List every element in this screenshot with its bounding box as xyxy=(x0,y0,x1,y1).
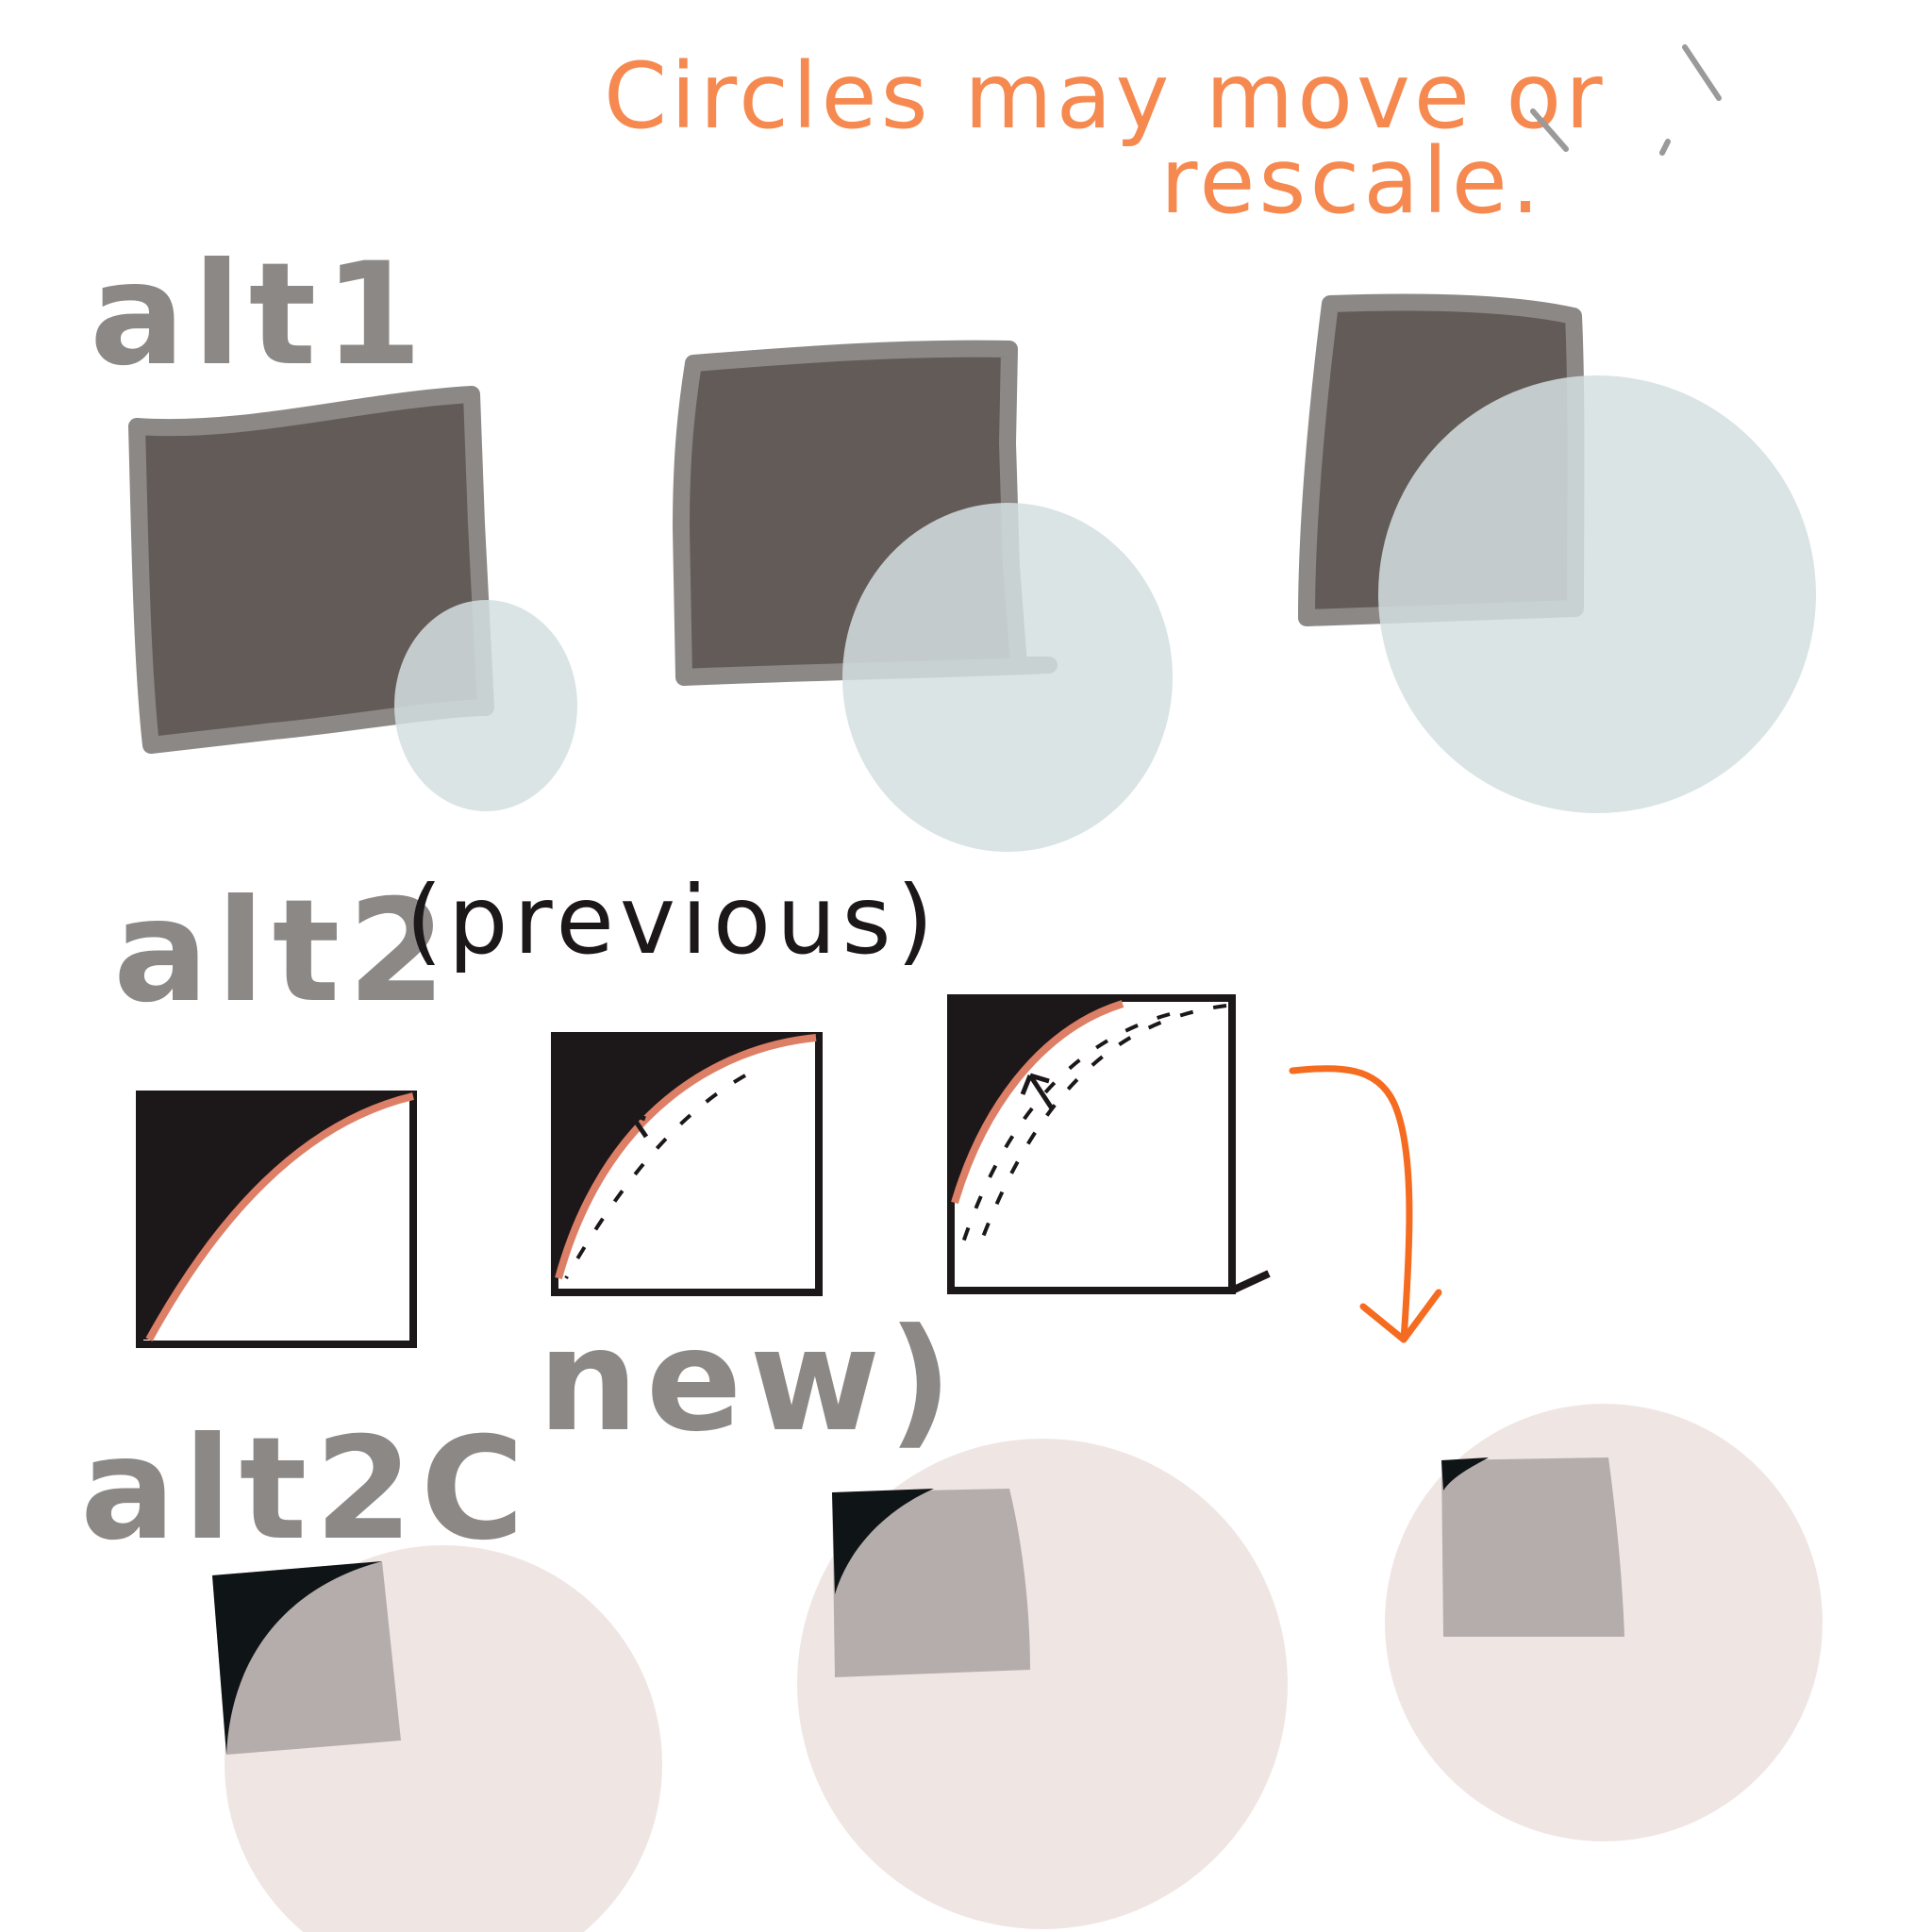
alt2c-state-2 xyxy=(797,1439,1288,1929)
black-wedge xyxy=(212,1561,382,1755)
alt1-state-1 xyxy=(128,386,577,811)
arrow-up-icon xyxy=(620,1110,649,1139)
salmon-curve xyxy=(951,1000,1124,1205)
alt1-state-3 xyxy=(1298,293,1816,813)
blue-circle xyxy=(394,600,577,811)
label-alt2: alt2 xyxy=(113,870,454,1034)
dashed-curve xyxy=(960,1012,1171,1246)
arrow-down-icon xyxy=(1289,1065,1413,1343)
dark-wedge xyxy=(140,1094,413,1340)
salmon-curve xyxy=(145,1092,414,1341)
label-alt2c: alt2C xyxy=(80,1407,532,1572)
gray-square xyxy=(1441,1457,1624,1637)
transition-arrow xyxy=(1289,1065,1442,1343)
dark-wedge xyxy=(555,1036,816,1278)
alt2c-state-3 xyxy=(1385,1404,1823,1841)
gray-square xyxy=(832,1489,1030,1677)
dark-wedge xyxy=(951,998,1123,1203)
label-alt2c-new: new) xyxy=(538,1299,960,1463)
underline-stroke xyxy=(1230,1270,1271,1294)
label-alt1: alt1 xyxy=(90,233,430,397)
arrow-head xyxy=(1359,1289,1442,1343)
salmon-curve xyxy=(555,1034,817,1280)
arrow-up-icon xyxy=(1020,1073,1055,1110)
label-alt2-previous: (previous) xyxy=(406,865,940,975)
scribble-mark xyxy=(1530,44,1722,156)
note-line-1: Circles may move or xyxy=(604,43,1607,149)
note: Circles may move or rescale. xyxy=(604,43,1722,234)
dashed-curve xyxy=(974,1004,1227,1256)
blue-circle xyxy=(842,503,1173,852)
alt2-state-3 xyxy=(947,994,1271,1294)
alt1-state-2 xyxy=(673,340,1173,852)
alt2-state-2 xyxy=(551,1032,823,1296)
blue-circle xyxy=(1378,375,1816,813)
black-wedge xyxy=(1441,1457,1489,1491)
alt2c-state-1 xyxy=(212,1545,662,1932)
dark-square xyxy=(128,386,494,754)
alt2-state-1 xyxy=(136,1091,417,1348)
note-line-2: rescale. xyxy=(1160,128,1543,234)
black-wedge xyxy=(832,1489,934,1594)
